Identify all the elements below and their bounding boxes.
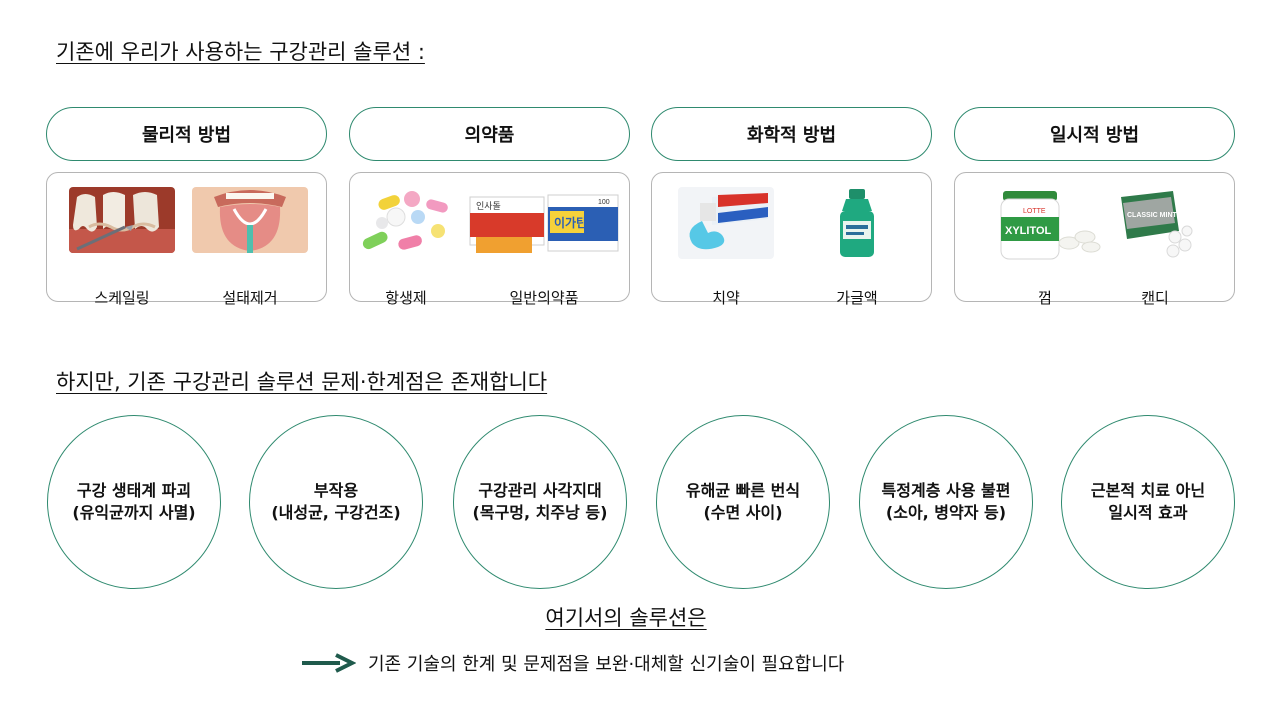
category-card-physical: 스케일링 설태제거 (46, 172, 327, 307)
item-mouthwash: 가글액 (824, 187, 890, 307)
gum-name-label: XYLITOL (1005, 225, 1052, 237)
medicine-box-1-label: 인사돌 (476, 201, 501, 211)
problem-line-2: (소아, 병약자 등) (885, 503, 1007, 522)
item-label: 설태제거 (222, 289, 278, 307)
category-pill-physical: 물리적 방법 (46, 107, 327, 161)
item-gum: LOTTE XYLITOL 껌 (985, 187, 1105, 307)
item-label: 가글액 (836, 289, 878, 307)
problem-line-2: (목구멍, 치주낭 등) (472, 503, 608, 522)
mouthwash-photo (840, 189, 874, 257)
medicine-boxes-photo: 인사돌 이가탄 100 (469, 194, 619, 253)
problem-temporary-effect: 근본적 치료 아닌 일시적 효과 (1061, 415, 1235, 589)
category-card-medicine: 항생제 인사돌 이가탄 100 일반의약품 (349, 172, 630, 307)
problem-line-1: 부작용 (313, 481, 359, 501)
medicine-box-2-size: 100 (598, 199, 610, 206)
item-label: 항생제 (385, 289, 427, 307)
item-label: 일반의약품 (509, 289, 579, 307)
pills-photo (362, 191, 448, 250)
problem-side-effects: 부작용 (내성균, 구강건조) (249, 415, 423, 589)
item-tongue-cleaning: 설태제거 (192, 187, 308, 307)
category-card-temporary: LOTTE XYLITOL 껌 CLASSIC MINT 캔디 (954, 172, 1235, 307)
gum-photo: LOTTE XYLITOL (1000, 191, 1101, 260)
item-candy: CLASSIC MINT 캔디 (1113, 187, 1197, 307)
problem-line-2: (수면 사이) (703, 503, 783, 522)
solution-heading: 여기서의 솔루션은 (545, 606, 707, 630)
category-pill-medicine: 의약품 (349, 107, 630, 161)
candy-name-label: CLASSIC MINT (1127, 212, 1178, 219)
problem-line-1: 구강관리 사각지대 (478, 481, 602, 501)
item-label: 껌 (1038, 289, 1052, 307)
candy-photo: CLASSIC MINT (1121, 191, 1193, 258)
category-card-chemical: 치약 가글액 (651, 172, 932, 307)
tongue-cleaner-photo (192, 187, 308, 253)
toothpaste-photo (678, 187, 774, 259)
problem-line-1: 근본적 치료 아닌 (1090, 481, 1206, 501)
problem-line-1: 구강 생태계 파괴 (76, 481, 192, 501)
limitations-heading: 하지만, 기존 구강관리 솔루션 문제·한계점은 존재합니다 (56, 370, 548, 394)
category-pill-chemical: 화학적 방법 (651, 107, 932, 161)
problem-line-1: 유해균 빠른 번식 (685, 481, 801, 501)
arrow-right-icon (302, 653, 356, 673)
problem-fast-bacteria-growth: 유해균 빠른 번식 (수면 사이) (656, 415, 830, 589)
item-scaling: 스케일링 (69, 187, 175, 307)
item-otc-medicine: 인사돌 이가탄 100 일반의약품 (466, 187, 622, 307)
existing-solutions-heading: 기존에 우리가 사용하는 구강관리 솔루션 : (56, 40, 425, 64)
item-label: 스케일링 (94, 289, 150, 307)
problem-line-1: 특정계층 사용 불편 (881, 481, 1011, 501)
scaling-photo (69, 187, 175, 253)
medicine-box-2-label: 이가탄 (554, 215, 587, 230)
item-antibiotics: 항생제 (358, 187, 454, 307)
gum-brand-label: LOTTE (1023, 208, 1046, 215)
problem-ecosystem-destruction: 구강 생태계 파괴 (유익균까지 사멸) (47, 415, 221, 589)
problem-line-2: 일시적 효과 (1108, 503, 1188, 522)
problem-line-2: (내성균, 구강건조) (271, 503, 401, 522)
problem-blind-spots: 구강관리 사각지대 (목구멍, 치주낭 등) (453, 415, 627, 589)
conclusion-text: 기존 기술의 한계 및 문제점을 보완·대체할 신기술이 필요합니다 (368, 654, 845, 675)
item-label: 캔디 (1141, 289, 1169, 307)
item-label: 치약 (712, 289, 740, 307)
problem-specific-groups: 특정계층 사용 불편 (소아, 병약자 등) (859, 415, 1033, 589)
category-pill-temporary: 일시적 방법 (954, 107, 1235, 161)
item-toothpaste: 치약 (678, 187, 774, 307)
problem-line-2: (유익균까지 사멸) (72, 503, 196, 522)
